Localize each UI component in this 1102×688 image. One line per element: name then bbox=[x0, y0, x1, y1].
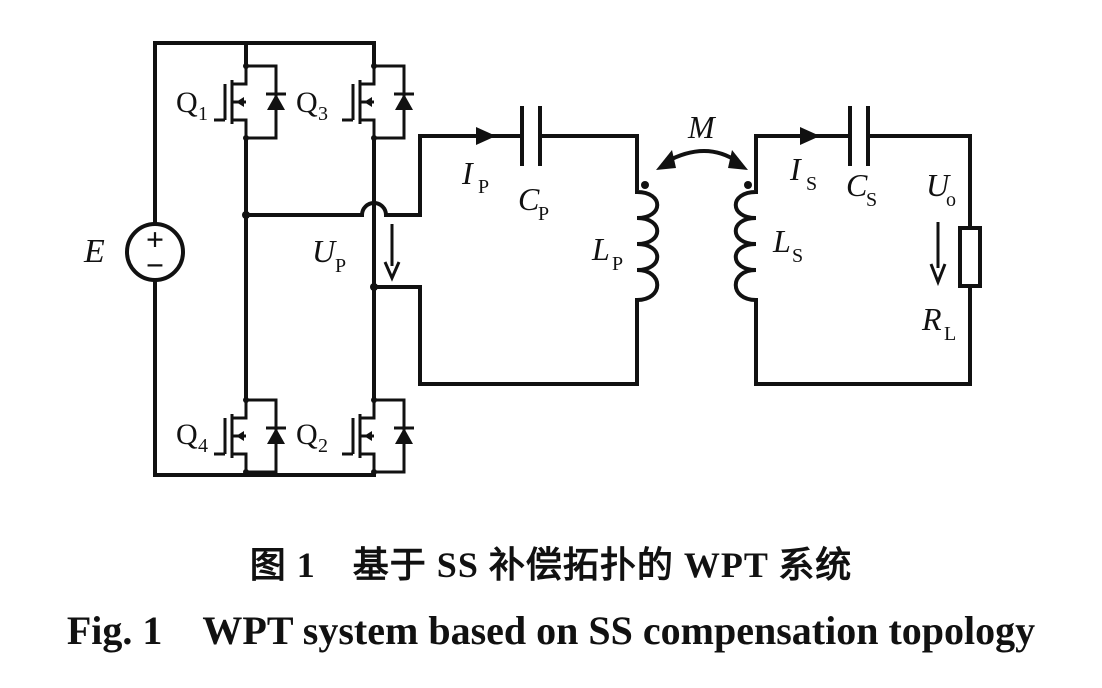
inductor-lp bbox=[634, 181, 660, 303]
switch-q1-index: 1 bbox=[198, 103, 208, 125]
is-label: I bbox=[789, 151, 802, 187]
cs-label: C bbox=[846, 167, 868, 203]
dc-source: + − E bbox=[83, 41, 376, 477]
source-minus: − bbox=[146, 247, 164, 283]
up-label: U bbox=[312, 233, 337, 269]
switch-q3-letter: Q bbox=[296, 86, 318, 119]
lp-sub: P bbox=[612, 253, 623, 275]
uo-sub: o bbox=[946, 189, 956, 211]
figure-caption-english: Fig. 1 WPT system based on SS compensati… bbox=[66, 608, 1036, 653]
ip-label: I bbox=[461, 155, 474, 191]
switch-q3 bbox=[340, 61, 416, 143]
cp-sub: P bbox=[538, 203, 549, 225]
figure-caption-chinese: 图 1 基于 SS 补偿拓扑的 WPT 系统 bbox=[249, 545, 853, 585]
cs-sub: S bbox=[866, 189, 877, 211]
switch-q2-letter: Q bbox=[296, 418, 318, 451]
uo-label: U bbox=[926, 167, 951, 203]
ls-label: L bbox=[772, 223, 791, 259]
switch-q1-letter: Q bbox=[176, 86, 198, 119]
source-plus: + bbox=[146, 221, 164, 257]
capacitor-cs bbox=[848, 106, 972, 230]
switch-q3-index: 3 bbox=[318, 103, 328, 125]
m-label: M bbox=[687, 109, 717, 145]
switch-q4-letter: Q bbox=[176, 418, 198, 451]
uo-arrow bbox=[929, 222, 947, 287]
rl-sub: L bbox=[944, 323, 956, 345]
lp-label: L bbox=[591, 231, 610, 267]
circuit-diagram: + − E Q 1 Q 3 Q 4 Q 2 U P I P C bbox=[83, 41, 982, 477]
up-sub: P bbox=[335, 255, 346, 277]
switch-q4 bbox=[212, 395, 288, 477]
cp-label: C bbox=[518, 181, 540, 217]
load-resistor bbox=[958, 226, 982, 288]
up-arrow bbox=[383, 224, 401, 282]
rl-label: R bbox=[921, 301, 942, 337]
switch-q2 bbox=[340, 395, 416, 477]
mutual-arrow bbox=[656, 149, 748, 170]
source-label: E bbox=[83, 233, 105, 270]
inductor-ls bbox=[733, 181, 759, 303]
ls-sub: S bbox=[792, 245, 803, 267]
switch-q4-index: 4 bbox=[198, 435, 208, 457]
is-sub: S bbox=[806, 173, 817, 195]
ip-sub: P bbox=[478, 176, 489, 198]
switch-q1 bbox=[212, 61, 288, 143]
switch-q2-index: 2 bbox=[318, 435, 328, 457]
capacitor-cp bbox=[520, 106, 639, 190]
